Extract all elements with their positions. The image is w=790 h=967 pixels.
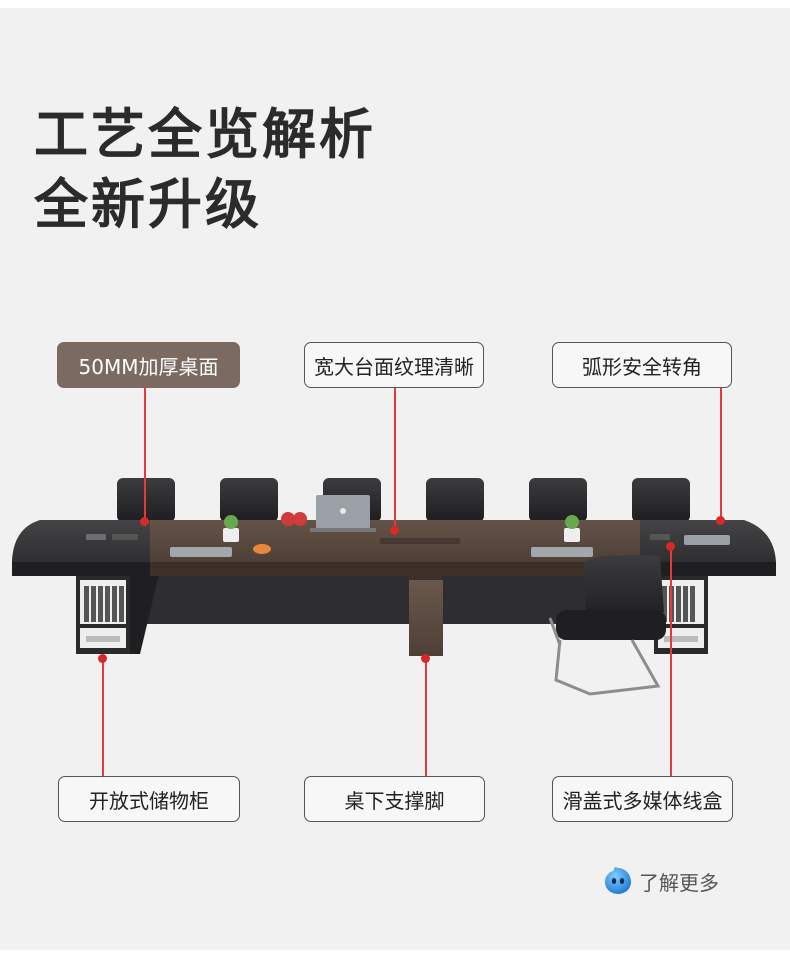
headline-line-2: 全新升级 [34, 173, 262, 236]
right-cabinet [654, 570, 708, 654]
connector-bottom-left [102, 658, 104, 776]
feature-tag-cable-box: 滑盖式多媒体线盒 [552, 776, 733, 822]
feature-tag-thick-top: 50MM加厚桌面 [57, 342, 240, 388]
marker-top-left [140, 517, 149, 526]
feature-tag-rounded-corner: 弧形安全转角 [552, 342, 732, 388]
connector-bottom-center [425, 658, 427, 776]
left-cabinet [76, 570, 160, 654]
connector-bottom-right [670, 546, 672, 776]
front-chair [548, 554, 666, 696]
feature-tag-support-leg: 桌下支撑脚 [304, 776, 485, 822]
feature-tag-open-storage: 开放式储物柜 [58, 776, 240, 822]
connector-top-right [720, 387, 722, 519]
marker-top-right [716, 516, 725, 525]
marker-top-center [390, 526, 399, 535]
table-items [86, 495, 730, 557]
feature-tag-wide-surface: 宽大台面纹理清晰 [304, 342, 484, 388]
marker-bottom-center [421, 654, 430, 663]
marker-bottom-left [98, 654, 107, 663]
learn-more-label: 了解更多 [639, 870, 719, 895]
marker-bottom-right [666, 542, 675, 551]
learn-more-link[interactable]: 了解更多 [603, 864, 719, 898]
headline-line-1: 工艺全览解析 [34, 103, 376, 166]
back-chairs [117, 478, 690, 522]
blob-face-icon [605, 867, 631, 894]
connector-top-center [394, 387, 396, 530]
connector-top-left [144, 387, 146, 523]
